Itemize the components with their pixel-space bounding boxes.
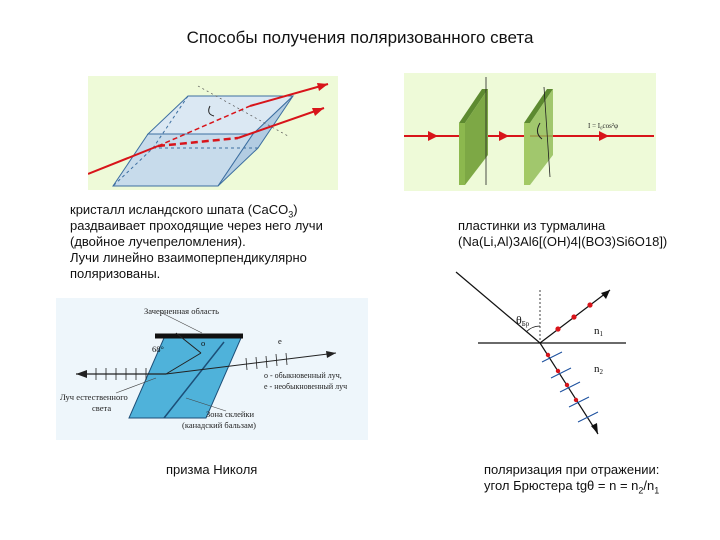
svg-text:o: o xyxy=(201,338,205,348)
page-title: Способы получения поляризованного света xyxy=(186,28,534,47)
n2-label: n2 xyxy=(594,363,604,376)
nicol-caption: призма Николя xyxy=(166,462,258,477)
svg-text:света: света xyxy=(92,403,111,413)
calcite-crystal-figure xyxy=(88,76,338,190)
svg-text:Луч естественного: Луч естественного xyxy=(60,392,128,402)
glue-layer xyxy=(163,341,225,419)
calcite-caption: кристалл исландского шпата (CaCO3) раздв… xyxy=(70,202,323,281)
svg-text:Зона склейки: Зона склейки xyxy=(206,409,255,419)
polarizer-plate xyxy=(465,89,488,185)
svg-text:Зачерненная область: Зачерненная область xyxy=(144,306,219,316)
brewster-reflection-figure: θБр n1 n2 xyxy=(455,271,626,435)
polarizer-plate-top xyxy=(459,89,488,123)
n1-label: n1 xyxy=(594,325,604,338)
tourmaline-plates-figure: I = I₀cos²φ xyxy=(404,73,656,191)
malus-law-label: I = I₀cos²φ xyxy=(588,122,618,130)
analyzer-plate-top xyxy=(524,89,553,123)
analyzer-plate xyxy=(530,89,553,185)
ordinary-ray-label: o - обыкновенный луч, xyxy=(264,371,342,380)
brewster-angle-label: θБр xyxy=(516,313,530,328)
apex-angle: 68° xyxy=(152,344,164,354)
extraordinary-ray-label: e - необыкновенный луч xyxy=(264,382,347,391)
svg-text:(канадский бальзам): (канадский бальзам) xyxy=(182,420,256,430)
tourmaline-caption: пластинки из турмалина (Na(Li,Al)3Al6[(O… xyxy=(458,218,668,249)
ordinary-ray xyxy=(165,352,202,375)
nicol-prism-figure: Зачерненная область 68° o e o - обыкнове… xyxy=(56,298,368,440)
brewster-caption: поляризация при отражении: угол Брюстера… xyxy=(484,462,660,496)
extraordinary-ray xyxy=(165,352,337,375)
incident-ray xyxy=(455,271,541,344)
svg-text:e: e xyxy=(278,336,282,346)
